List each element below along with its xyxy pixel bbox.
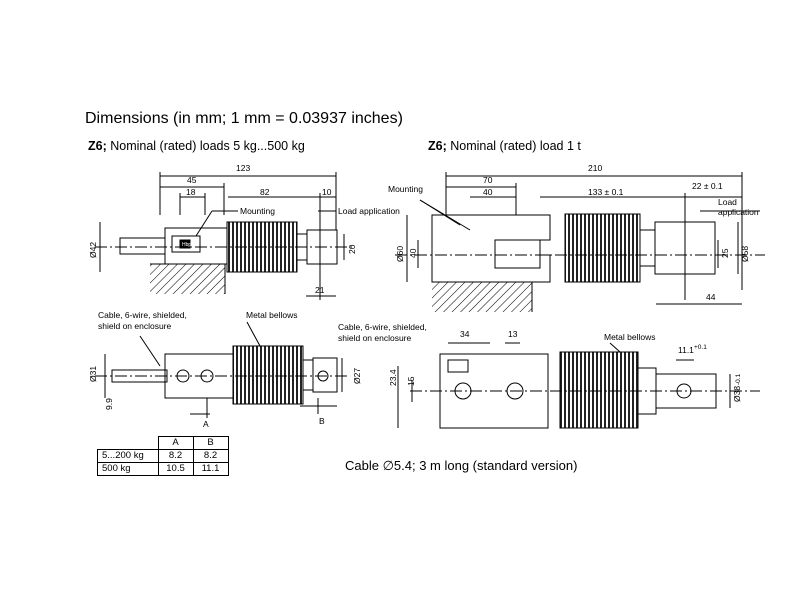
table-cell: 8.2 — [157, 449, 194, 463]
label-cable-left-2: shield on enclosure — [98, 321, 172, 331]
table-cell: 11.1 — [192, 462, 229, 476]
table-cell: 5...200 kg — [97, 449, 159, 463]
dim-10: 10 — [322, 187, 332, 197]
load-cell-logo: Hbpsio — [182, 242, 198, 248]
table-cell: 500 kg — [97, 462, 159, 476]
right-model: Z6; — [428, 139, 447, 153]
dim-dia38: Ø38 — [732, 386, 742, 402]
dim-20: 20 — [347, 244, 357, 254]
dim-40: 40 — [483, 187, 493, 197]
page-heading: Dimensions (in mm; 1 mm = 0.03937 inches… — [85, 110, 403, 127]
table-row: 500 kg 10.5 11.1 — [97, 462, 229, 476]
left-desc: Nominal (rated) loads 5 kg...500 kg — [110, 139, 305, 153]
dim-dia38-tol: -0.1 — [735, 373, 742, 385]
dim-34: 34 — [460, 329, 470, 339]
dim-25: 25 — [720, 248, 730, 258]
table-header-row: A B — [97, 436, 229, 450]
dim-13: 13 — [508, 329, 518, 339]
left-title: Z6; Nominal (rated) loads 5 kg...500 kg — [88, 139, 305, 153]
dim-45: 45 — [187, 175, 197, 185]
dim-82: 82 — [260, 187, 270, 197]
dim-40v: 40 — [408, 248, 418, 258]
label-cable-right-2: shield on enclosure — [338, 333, 412, 343]
dim-18: 18 — [186, 187, 196, 197]
table-header-empty — [97, 436, 159, 450]
dim-dia42: Ø42 — [88, 242, 98, 258]
right-bottom-view — [397, 342, 760, 429]
label-b: B — [319, 416, 325, 426]
label-a: A — [203, 419, 209, 429]
dim-11-1: 11.1 — [678, 345, 694, 355]
right-top-labels: 210 70 40 133 ± 0.1 22 ± 0.1 Load applic… — [388, 163, 759, 302]
table-header-a: A — [157, 436, 194, 450]
table-row: 5...200 kg 8.2 8.2 — [97, 449, 229, 463]
label-bellows-right: Metal bellows — [604, 332, 656, 342]
dim-44: 44 — [706, 292, 716, 302]
dim-21: 21 — [315, 285, 325, 295]
dim-dia58: Ø58 — [740, 246, 750, 262]
left-top-labels: 123 45 18 82 10 Mounting Load applicatio… — [88, 163, 400, 295]
dim-70: 70 — [483, 175, 493, 185]
right-title: Z6; Nominal (rated) load 1 t — [428, 139, 581, 153]
label-mounting-right: Mounting — [388, 184, 423, 194]
label-cable-right: Cable, 6-wire, shielded, — [338, 322, 427, 332]
table-cell: 8.2 — [192, 449, 229, 463]
label-mounting-left: Mounting — [240, 206, 275, 216]
dim-dia31: Ø31 — [88, 366, 98, 382]
right-top-view — [395, 172, 765, 312]
dim-133: 133 ± 0.1 — [588, 187, 624, 197]
dimension-table: A B 5...200 kg 8.2 8.2 500 kg 10.5 11.1 — [97, 436, 229, 476]
table-cell: 10.5 — [157, 462, 194, 476]
right-bottom-labels: Cable, 6-wire, shielded, shield on enclo… — [338, 322, 742, 402]
left-model: Z6; — [88, 139, 107, 153]
label-load-right-2: application — [718, 207, 759, 217]
label-bellows-left: Metal bellows — [246, 310, 298, 320]
label-load-right: Load — [718, 197, 737, 207]
dim-22: 22 ± 0.1 — [692, 181, 723, 191]
dim-dia27: Ø27 — [352, 368, 362, 384]
left-bottom-labels: Cable, 6-wire, shielded, shield on enclo… — [88, 310, 362, 429]
dim-15: 15 — [406, 376, 416, 386]
dim-123: 123 — [236, 163, 250, 173]
table-header-b: B — [192, 436, 229, 450]
dim-11-1-tol: +0.1 — [694, 344, 707, 351]
left-top-view — [95, 172, 355, 300]
dim-9-9: 9.9 — [104, 398, 114, 410]
dim-210: 210 — [588, 163, 602, 173]
dim-dia60: Ø60 — [395, 246, 405, 262]
dim-23-4: 23.4 — [388, 369, 398, 386]
cable-note: Cable ∅5.4; 3 m long (standard version) — [345, 458, 578, 473]
label-load-application-left: Load application — [338, 206, 400, 216]
right-desc: Nominal (rated) load 1 t — [450, 139, 581, 153]
label-cable-left: Cable, 6-wire, shielded, — [98, 310, 187, 320]
left-bottom-view — [95, 321, 350, 418]
